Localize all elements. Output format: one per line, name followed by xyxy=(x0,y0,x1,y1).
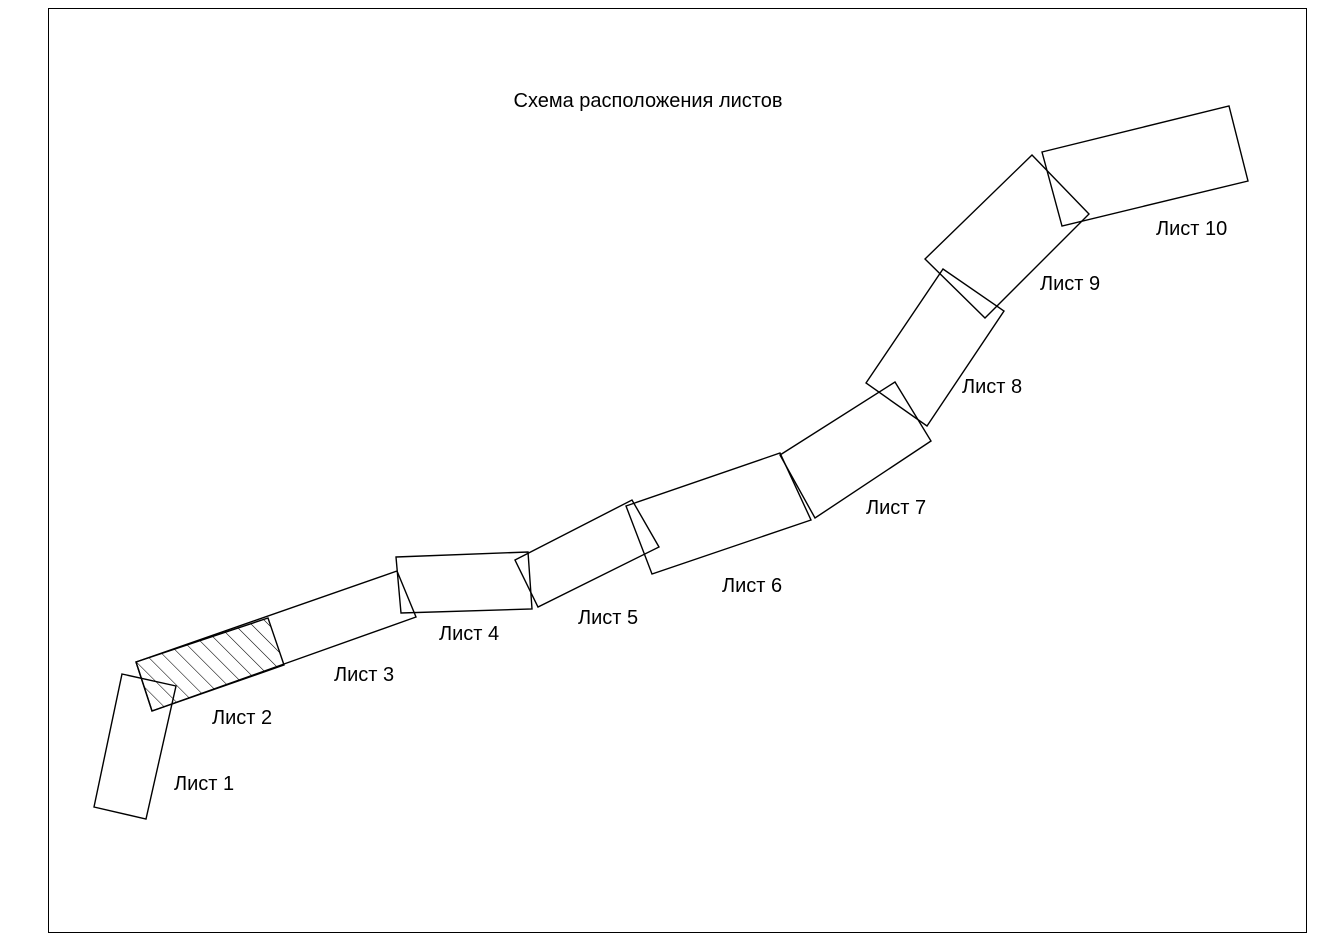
sheet-4-frame xyxy=(395,551,533,614)
sheet-4-label: Лист 4 xyxy=(439,623,499,645)
sheet-3-label: Лист 3 xyxy=(334,664,394,686)
sheet-7-frame xyxy=(779,381,932,520)
sheet-8-frame xyxy=(865,268,1005,427)
sheet-5-frame xyxy=(514,499,660,608)
sheet-2-hatch xyxy=(136,618,284,711)
sheet-2-label: Лист 2 xyxy=(212,707,272,729)
sheet-8-label: Лист 8 xyxy=(962,376,1022,398)
sheet-9-label: Лист 9 xyxy=(1040,273,1100,295)
sheet-10-frame xyxy=(1041,105,1249,227)
sheet-10-label: Лист 10 xyxy=(1156,218,1227,240)
sheet-5-label: Лист 5 xyxy=(578,607,638,629)
sheet-6-frame xyxy=(625,452,812,575)
sheet-7-label: Лист 7 xyxy=(866,497,926,519)
sheet-9-frame xyxy=(923,154,1090,319)
sheet-3-frame xyxy=(135,570,417,712)
sheet-1-label: Лист 1 xyxy=(174,773,234,795)
diagram-title: Схема расположения листов xyxy=(514,90,783,112)
sheet-6-label: Лист 6 xyxy=(722,575,782,597)
drawing-frame xyxy=(48,8,1307,933)
sheet-1-frame xyxy=(93,673,177,820)
